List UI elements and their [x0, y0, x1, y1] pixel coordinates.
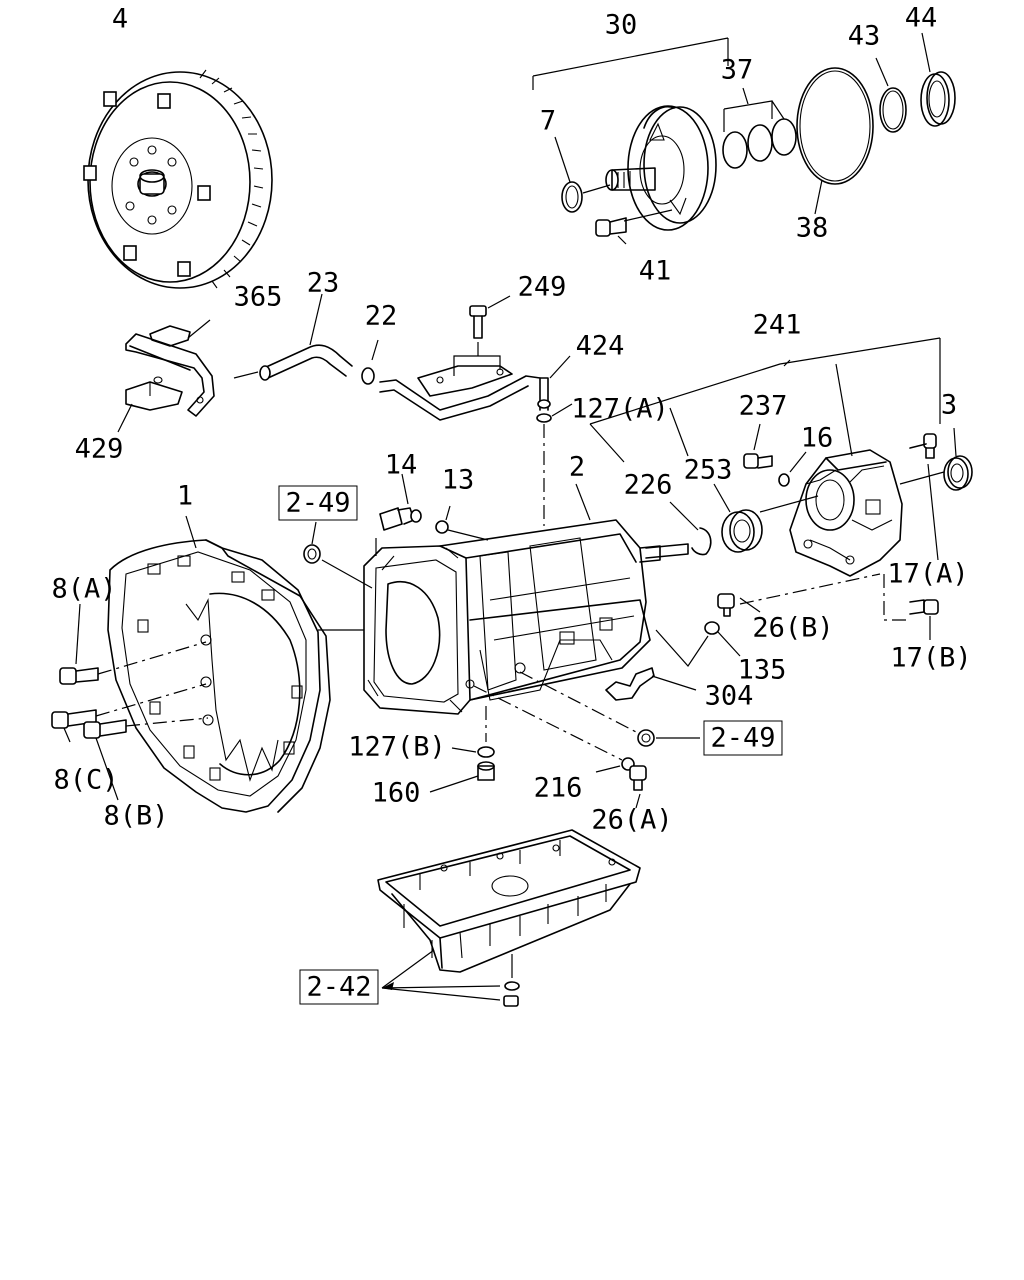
plug-2-49-left — [303, 521, 373, 589]
snap-ring-part-226 — [669, 501, 712, 556]
callout-241: 241 — [752, 309, 802, 341]
washer-part-16 — [778, 451, 807, 487]
reference-box-2-42: 2-42 — [299, 969, 379, 1005]
plug-part-160 — [429, 761, 495, 793]
seal-ring-part-7 — [554, 136, 583, 213]
seal-part-44 — [920, 32, 956, 127]
bolt-part-237 — [743, 423, 773, 469]
callout-17b: 17(B) — [890, 642, 972, 674]
callout-216: 216 — [533, 772, 583, 804]
callout-237: 237 — [738, 390, 788, 422]
callout-2: 2 — [568, 451, 586, 483]
callout-135: 135 — [737, 654, 787, 686]
reference-box-2-49-left: 2-49 — [278, 485, 358, 521]
callout-16: 16 — [800, 422, 834, 454]
fitting-part-14 — [379, 473, 422, 531]
oil-pump-part-30 — [532, 37, 729, 231]
callout-23: 23 — [306, 267, 340, 299]
torque-converter-part-4 — [83, 69, 273, 289]
converter-housing-part-1 — [107, 515, 331, 813]
callout-8a: 8(A) — [51, 573, 117, 605]
callout-1: 1 — [176, 480, 194, 512]
bolt-part-17a — [909, 433, 939, 561]
reference-box-2-49-right: 2-49 — [703, 720, 783, 756]
callout-424: 424 — [575, 330, 625, 362]
plug-2-49-right — [519, 671, 700, 747]
callout-127a: 127(A) — [571, 393, 669, 425]
callout-13: 13 — [441, 464, 475, 496]
callout-38: 38 — [795, 212, 829, 244]
pipe-part-424 — [379, 342, 571, 421]
callout-14: 14 — [384, 449, 418, 481]
clamp-part-22 — [361, 339, 379, 385]
callout-8c: 8(C) — [53, 764, 119, 796]
callout-22: 22 — [364, 300, 398, 332]
callout-429: 429 — [74, 433, 124, 465]
callout-26b: 26(B) — [752, 612, 834, 644]
callout-3: 3 — [940, 389, 958, 421]
bolt-part-17b — [883, 574, 939, 640]
bearing-part-253 — [713, 483, 763, 553]
bolt-part-8b — [83, 717, 209, 801]
callout-43: 43 — [847, 20, 881, 52]
callout-249: 249 — [517, 271, 567, 303]
callout-17a: 17(A) — [887, 558, 969, 590]
washer-part-127b — [451, 706, 495, 758]
oil-pan — [377, 829, 641, 973]
callout-26a: 26(A) — [591, 804, 673, 836]
bolt-part-41 — [595, 217, 627, 245]
callout-226: 226 — [623, 469, 673, 501]
plug-part-26b — [717, 573, 881, 617]
callout-7: 7 — [539, 105, 557, 137]
bolt-part-249 — [469, 295, 511, 339]
seal-rings-part-37 — [722, 87, 797, 169]
bolt-part-8a — [59, 603, 207, 685]
callout-4: 4 — [111, 3, 129, 35]
o-ring-part-38 — [796, 67, 874, 215]
bracket-part-365 — [125, 319, 215, 417]
clip-part-304 — [605, 667, 697, 701]
ring-part-43 — [875, 57, 907, 133]
callout-365: 365 — [233, 281, 283, 313]
o-ring-part-216 — [473, 685, 635, 773]
callout-30: 30 — [604, 9, 638, 41]
o-ring-part-135 — [655, 621, 741, 667]
callout-253: 253 — [683, 454, 733, 486]
transmission-case-part-2 — [363, 483, 689, 715]
callout-41: 41 — [638, 255, 672, 287]
o-ring-part-13 — [435, 505, 489, 541]
extension-housing-part-241 — [589, 337, 941, 577]
callout-8b: 8(B) — [103, 800, 169, 832]
washer-part-127a — [536, 403, 573, 423]
callout-304: 304 — [704, 680, 754, 712]
callout-37: 37 — [720, 54, 754, 86]
hose-part-23 — [233, 293, 353, 381]
callout-160: 160 — [371, 777, 421, 809]
seal-part-3 — [899, 427, 973, 491]
pan-bolts-2-42 — [381, 949, 520, 1007]
callout-44: 44 — [904, 2, 938, 34]
callout-127b: 127(B) — [348, 731, 446, 763]
pad-part-429 — [117, 376, 183, 433]
bolt-part-8c — [51, 683, 207, 743]
plug-part-26a — [629, 765, 647, 809]
